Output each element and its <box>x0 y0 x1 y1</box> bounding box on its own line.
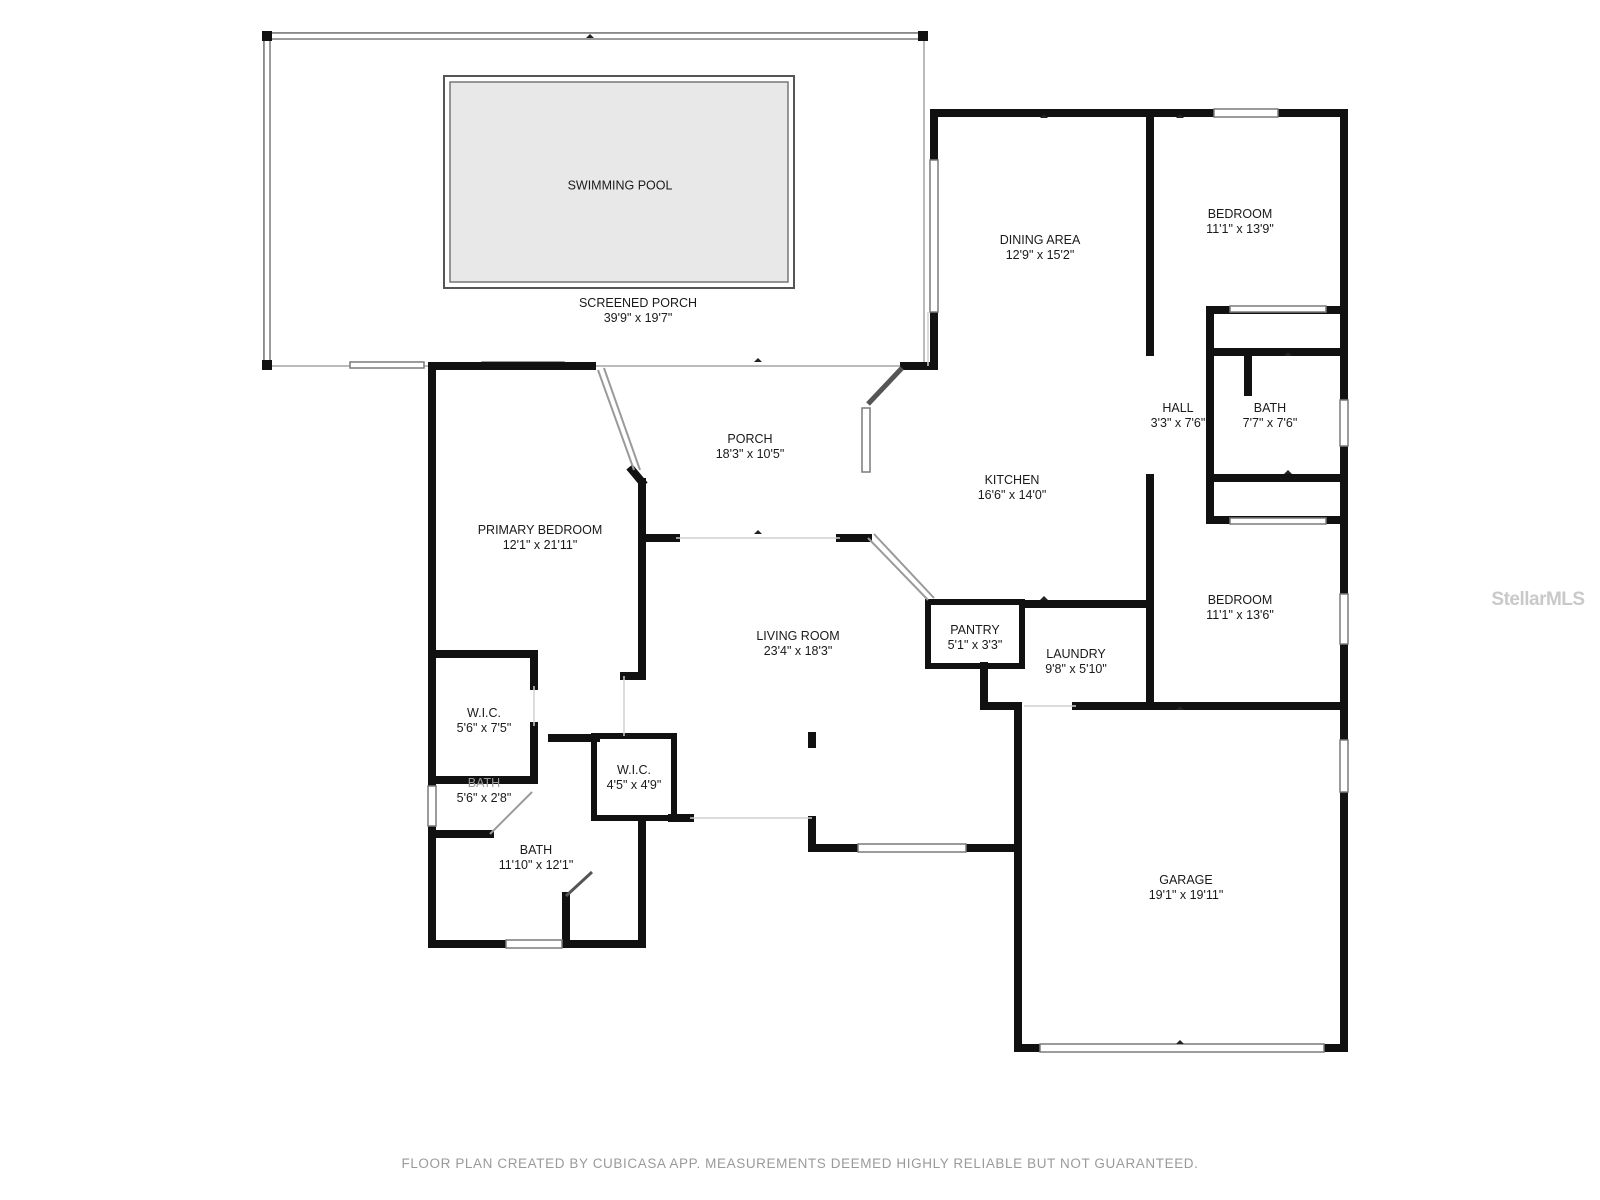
room-dimensions: 7'7" x 7'6" <box>1242 416 1298 430</box>
room-dimensions: 18'3" x 10'5" <box>715 447 785 461</box>
room-name: PANTRY <box>950 623 1000 637</box>
room-label-hall: HALL 3'3" x 7'6" <box>1151 401 1206 431</box>
room-label-primary-bedroom: PRIMARY BEDROOM 12'1" x 21'11" <box>478 523 603 553</box>
room-label-screened-porch: SCREENED PORCH 39'9" x 19'7" <box>579 296 697 326</box>
watermark: StellarMLS <box>1491 589 1585 610</box>
room-label-bedroom-top: BEDROOM 11'1" x 13'9" <box>1206 207 1274 237</box>
room-dimensions: 5'1" x 3'3" <box>947 638 1003 652</box>
room-name: BEDROOM <box>1207 207 1273 221</box>
room-name: BEDROOM <box>1207 593 1273 607</box>
swimming-pool <box>443 75 795 289</box>
room-dimensions: 12'1" x 21'11" <box>502 538 578 552</box>
room-name: PORCH <box>727 432 773 446</box>
room-label-bath-small: BATH 5'6" x 2'8" <box>457 776 512 806</box>
room-name: BATH <box>1253 401 1287 415</box>
room-dimensions: 5'6" x 2'8" <box>456 791 512 805</box>
room-dimensions: 9'8" x 5'10" <box>1045 662 1107 676</box>
room-label-bath-primary: BATH 11'10" x 12'1" <box>499 843 574 873</box>
room-name: HALL <box>1162 401 1194 415</box>
room-name: BATH <box>467 776 501 790</box>
room-name: LIVING ROOM <box>756 629 840 643</box>
room-dimensions: 11'1" x 13'9" <box>1206 222 1274 236</box>
room-label-swimming-pool: SWIMMING POOL <box>568 179 673 194</box>
room-label-pantry: PANTRY 5'1" x 3'3" <box>948 623 1003 653</box>
room-label-dining-area: DINING AREA 12'9" x 15'2" <box>1000 233 1081 263</box>
room-label-laundry: LAUNDRY 9'8" x 5'10" <box>1045 647 1107 677</box>
room-label-living-room: LIVING ROOM 23'4" x 18'3" <box>756 629 839 659</box>
room-dimensions: 5'6" x 7'5" <box>456 721 512 735</box>
room-name: DINING AREA <box>999 233 1081 247</box>
angled-walls <box>489 366 935 898</box>
footer-disclaimer: FLOOR PLAN CREATED BY CUBICASA APP. MEAS… <box>401 1156 1199 1171</box>
room-name: KITCHEN <box>984 473 1040 487</box>
room-dimensions: 3'3" x 7'6" <box>1150 416 1206 430</box>
room-dimensions: 39'9" x 19'7" <box>603 311 673 325</box>
room-name: GARAGE <box>1159 873 1213 887</box>
room-label-wic-left: W.I.C. 5'6" x 7'5" <box>457 706 512 736</box>
door-openings <box>533 312 1076 819</box>
room-dimensions: 16'6" x 14'0" <box>977 488 1047 502</box>
room-dimensions: 23'4" x 18'3" <box>763 644 833 658</box>
room-name: W.I.C. <box>466 706 502 720</box>
room-dimensions: 4'5" x 4'9" <box>606 778 662 792</box>
room-dimensions: 12'9" x 15'2" <box>1005 248 1075 262</box>
room-name: BATH <box>519 843 553 857</box>
exterior-walls <box>428 109 1348 1052</box>
room-label-bath-hall: BATH 7'7" x 7'6" <box>1243 401 1298 431</box>
windows <box>427 108 1349 1053</box>
room-dimensions: 19'1" x 19'11" <box>1148 888 1224 902</box>
dimension-ticks <box>586 34 1292 1044</box>
room-name: W.I.C. <box>616 763 652 777</box>
room-label-wic-right: W.I.C. 4'5" x 4'9" <box>607 763 662 793</box>
room-label-kitchen: KITCHEN 16'6" x 14'0" <box>978 473 1047 503</box>
room-label-garage: GARAGE 19'1" x 19'11" <box>1149 873 1224 903</box>
room-name: SCREENED PORCH <box>578 296 698 310</box>
room-name: PRIMARY BEDROOM <box>477 523 603 537</box>
room-name: LAUNDRY <box>1046 647 1106 661</box>
room-dimensions: 11'10" x 12'1" <box>498 858 574 872</box>
room-label-porch: PORCH 18'3" x 10'5" <box>716 432 785 462</box>
room-label-bedroom-bottom: BEDROOM 11'1" x 13'6" <box>1206 593 1274 623</box>
room-name: SWIMMING POOL <box>567 178 673 193</box>
room-dimensions: 11'1" x 13'6" <box>1206 608 1274 622</box>
